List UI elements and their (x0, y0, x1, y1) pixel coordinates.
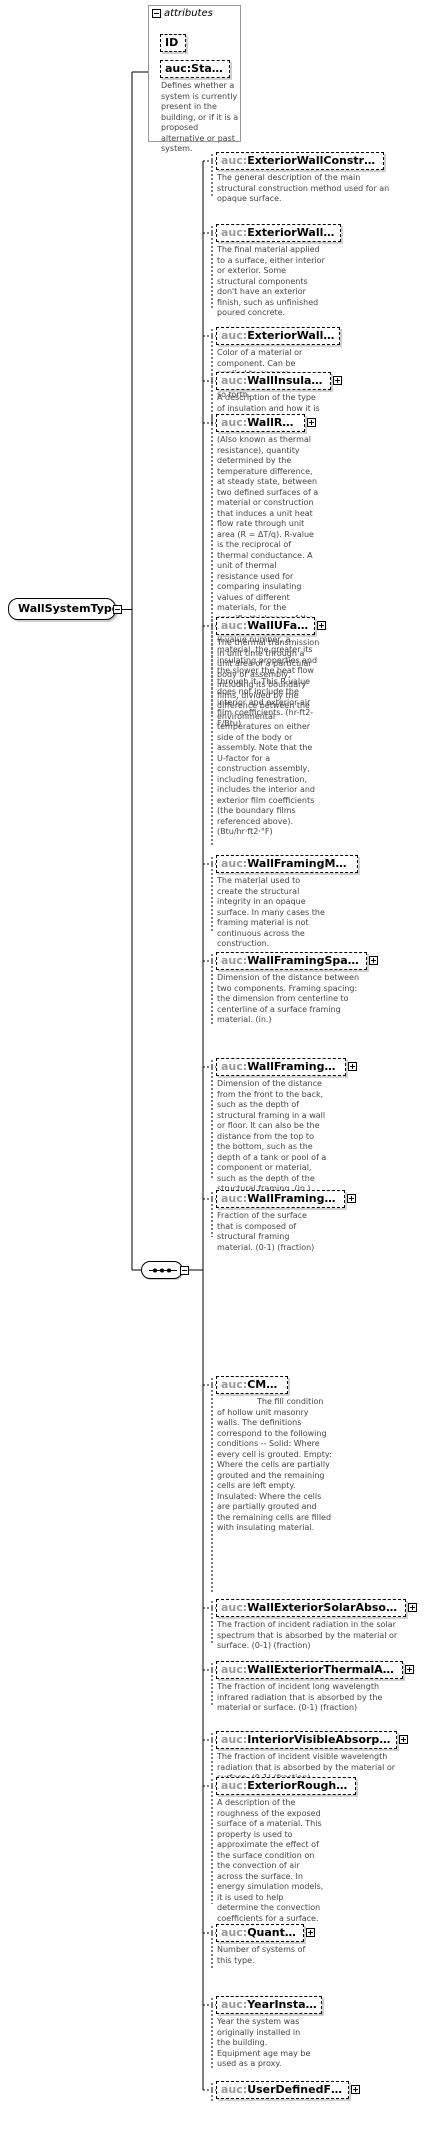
root-complex-type[interactable]: WallSystemType (8, 598, 119, 620)
element-name: WallExteriorSolarAbsorpta... (247, 1601, 405, 1614)
element-name: WallUFactor (247, 619, 315, 632)
element-description: The general description of the main stru… (217, 173, 390, 203)
element-prefix: auc: (221, 1060, 248, 1073)
element-prefix: auc: (221, 1601, 248, 1614)
element-wallexteriorthermalabsor[interactable]: auc:WallExteriorThermalAbsor... (216, 1661, 403, 1679)
element-wallexteriorsolarabsorpta[interactable]: auc:WallExteriorSolarAbsorpta... (216, 1599, 406, 1617)
element-name: YearInstalled (247, 1998, 322, 2011)
element-description: The fraction of incident long wavelength… (217, 1682, 383, 1712)
element-prefix: auc: (221, 857, 248, 870)
attribute-status-description: Defines whether a system is currently pr… (161, 81, 239, 153)
attribute-status[interactable]: auc:Status (160, 60, 230, 78)
expand-plus-icon[interactable] (369, 956, 378, 965)
expand-plus-icon[interactable] (348, 1062, 357, 1071)
element-name: UserDefinedFields (247, 2083, 348, 2096)
expand-plus-icon[interactable] (317, 621, 326, 630)
expand-plus-icon[interactable] (408, 1603, 417, 1612)
expand-plus-icon[interactable] (347, 1194, 356, 1203)
element-name: WallFramingMaterial (247, 857, 357, 870)
element-prefix: auc: (221, 154, 248, 167)
element-description: A description of the roughness of the ex… (217, 1798, 324, 1923)
attributes-collapse-toggle[interactable] (152, 9, 161, 18)
element-name: ExteriorWallFinish (247, 226, 340, 239)
element-wallframingfactor[interactable]: auc:WallFramingFactor (216, 1190, 345, 1208)
element-name: WallRValue (247, 416, 304, 429)
sequence-collapse-toggle[interactable] (180, 1266, 189, 1275)
element-description: The material used to create the structur… (217, 876, 325, 948)
element-description: The fraction of incident radiation in th… (217, 1620, 398, 1650)
element-wallframingdepth[interactable]: auc:WallFramingDepth (216, 1058, 346, 1076)
element-wallinsulations[interactable]: auc:WallInsulations (216, 372, 331, 390)
element-cmufill[interactable]: auc:CMUFill (216, 1376, 288, 1394)
element-prefix: auc: (221, 1998, 248, 2011)
element-name: WallFramingFactor (247, 1192, 345, 1205)
element-description: Year the system was originally installed… (217, 2017, 311, 2068)
element-yearinstalled[interactable]: auc:YearInstalled (216, 1996, 322, 2014)
expand-plus-icon[interactable] (306, 1928, 315, 1937)
element-description: Dimension of the distance between two co… (217, 973, 360, 1024)
element-description: The fill condition of hollow unit masonr… (217, 1397, 332, 1532)
element-prefix: auc: (221, 1192, 248, 1205)
element-name: ExteriorWallColor (247, 329, 340, 342)
expand-plus-icon[interactable] (351, 2085, 360, 2094)
element-description: Number of systems of this type. (217, 1945, 306, 1965)
element-interiorvisibleabsorptance[interactable]: auc:InteriorVisibleAbsorptance (216, 1731, 397, 1749)
element-exteriorroughness[interactable]: auc:ExteriorRoughness (216, 1777, 356, 1795)
element-name: Quantity (247, 1926, 302, 1939)
element-userdefinedfields[interactable]: auc:UserDefinedFields (216, 2081, 349, 2099)
element-quantity[interactable]: auc:Quantity (216, 1924, 304, 1942)
element-name: WallFramingSpacing (247, 954, 367, 967)
element-name: InteriorVisibleAbsorptance (247, 1733, 396, 1746)
element-description: The thermal transmission in unit time th… (217, 638, 320, 836)
element-prefix: auc: (221, 1733, 248, 1746)
element-name: ExteriorRoughness (247, 1779, 356, 1792)
sequence-compositor[interactable] (141, 1261, 183, 1279)
element-prefix: auc: (221, 416, 248, 429)
element-prefix: auc: (221, 374, 248, 387)
expand-plus-icon[interactable] (405, 1665, 414, 1674)
element-name: CMUFill (247, 1378, 287, 1391)
element-wallrvalue[interactable]: auc:WallRValue (216, 414, 305, 432)
element-wallframingspacing[interactable]: auc:WallFramingSpacing (216, 952, 367, 970)
element-prefix: auc: (221, 226, 248, 239)
element-prefix: auc: (221, 1926, 248, 1939)
element-wallframingmaterial[interactable]: auc:WallFramingMaterial (216, 855, 358, 873)
root-collapse-toggle[interactable] (113, 605, 122, 614)
element-prefix: auc: (221, 1663, 248, 1676)
element-name: WallExteriorThermalAbsor... (247, 1663, 403, 1676)
element-description: Fraction of the surface that is composed… (217, 1211, 315, 1252)
element-prefix: auc: (221, 1779, 248, 1792)
element-prefix: auc: (221, 1378, 248, 1391)
element-wallufactor[interactable]: auc:WallUFactor (216, 617, 315, 635)
expand-plus-icon[interactable] (333, 376, 342, 385)
element-description: Dimension of the distance from the front… (217, 1079, 327, 1193)
attributes-header: attributes (164, 8, 213, 19)
expand-plus-icon[interactable] (307, 418, 316, 427)
element-exteriorwallcolor[interactable]: auc:ExteriorWallColor (216, 327, 340, 345)
element-prefix: auc: (221, 954, 248, 967)
element-name: WallFramingDepth (247, 1060, 345, 1073)
attribute-id[interactable]: ID (160, 34, 186, 52)
element-name: WallInsulations (247, 374, 330, 387)
element-description: (Also known as thermal resistance), quan… (217, 435, 319, 728)
element-prefix: auc: (221, 329, 248, 342)
element-prefix: auc: (221, 2083, 248, 2096)
element-name: ExteriorWallConstruction (247, 154, 384, 167)
expand-plus-icon[interactable] (399, 1735, 408, 1744)
element-exteriorwallfinish[interactable]: auc:ExteriorWallFinish (216, 224, 341, 242)
element-description: The final material applied to a surface,… (217, 245, 325, 317)
element-exteriorwallconstruction[interactable]: auc:ExteriorWallConstruction (216, 152, 384, 170)
element-prefix: auc: (221, 619, 248, 632)
